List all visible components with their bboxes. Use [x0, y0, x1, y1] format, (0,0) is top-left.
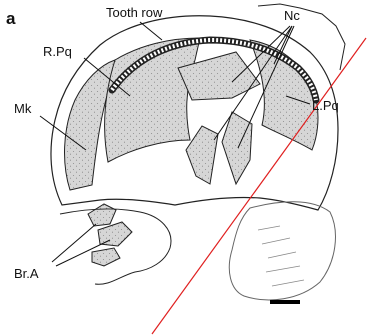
- br-a-fragment-2: [98, 222, 132, 246]
- matrix-outline-left: [60, 209, 171, 284]
- label-mk: Mk: [14, 101, 32, 116]
- matrix-outline-right: [229, 202, 335, 300]
- label-tooth-row: Tooth row: [106, 5, 163, 20]
- nc-fragment-left: [186, 126, 218, 184]
- label-r-pq: R.Pq: [43, 44, 72, 59]
- matrix-texture-right: [258, 226, 304, 286]
- br-a-fragment-1: [88, 204, 116, 226]
- br-a-fragment-3: [92, 248, 120, 266]
- panel-letter: a: [6, 9, 16, 28]
- label-l-pq: L.Pq: [312, 98, 339, 113]
- label-br-a: Br.A: [14, 266, 39, 281]
- nc-fragment-right: [222, 112, 252, 184]
- label-nc: Nc: [284, 8, 300, 23]
